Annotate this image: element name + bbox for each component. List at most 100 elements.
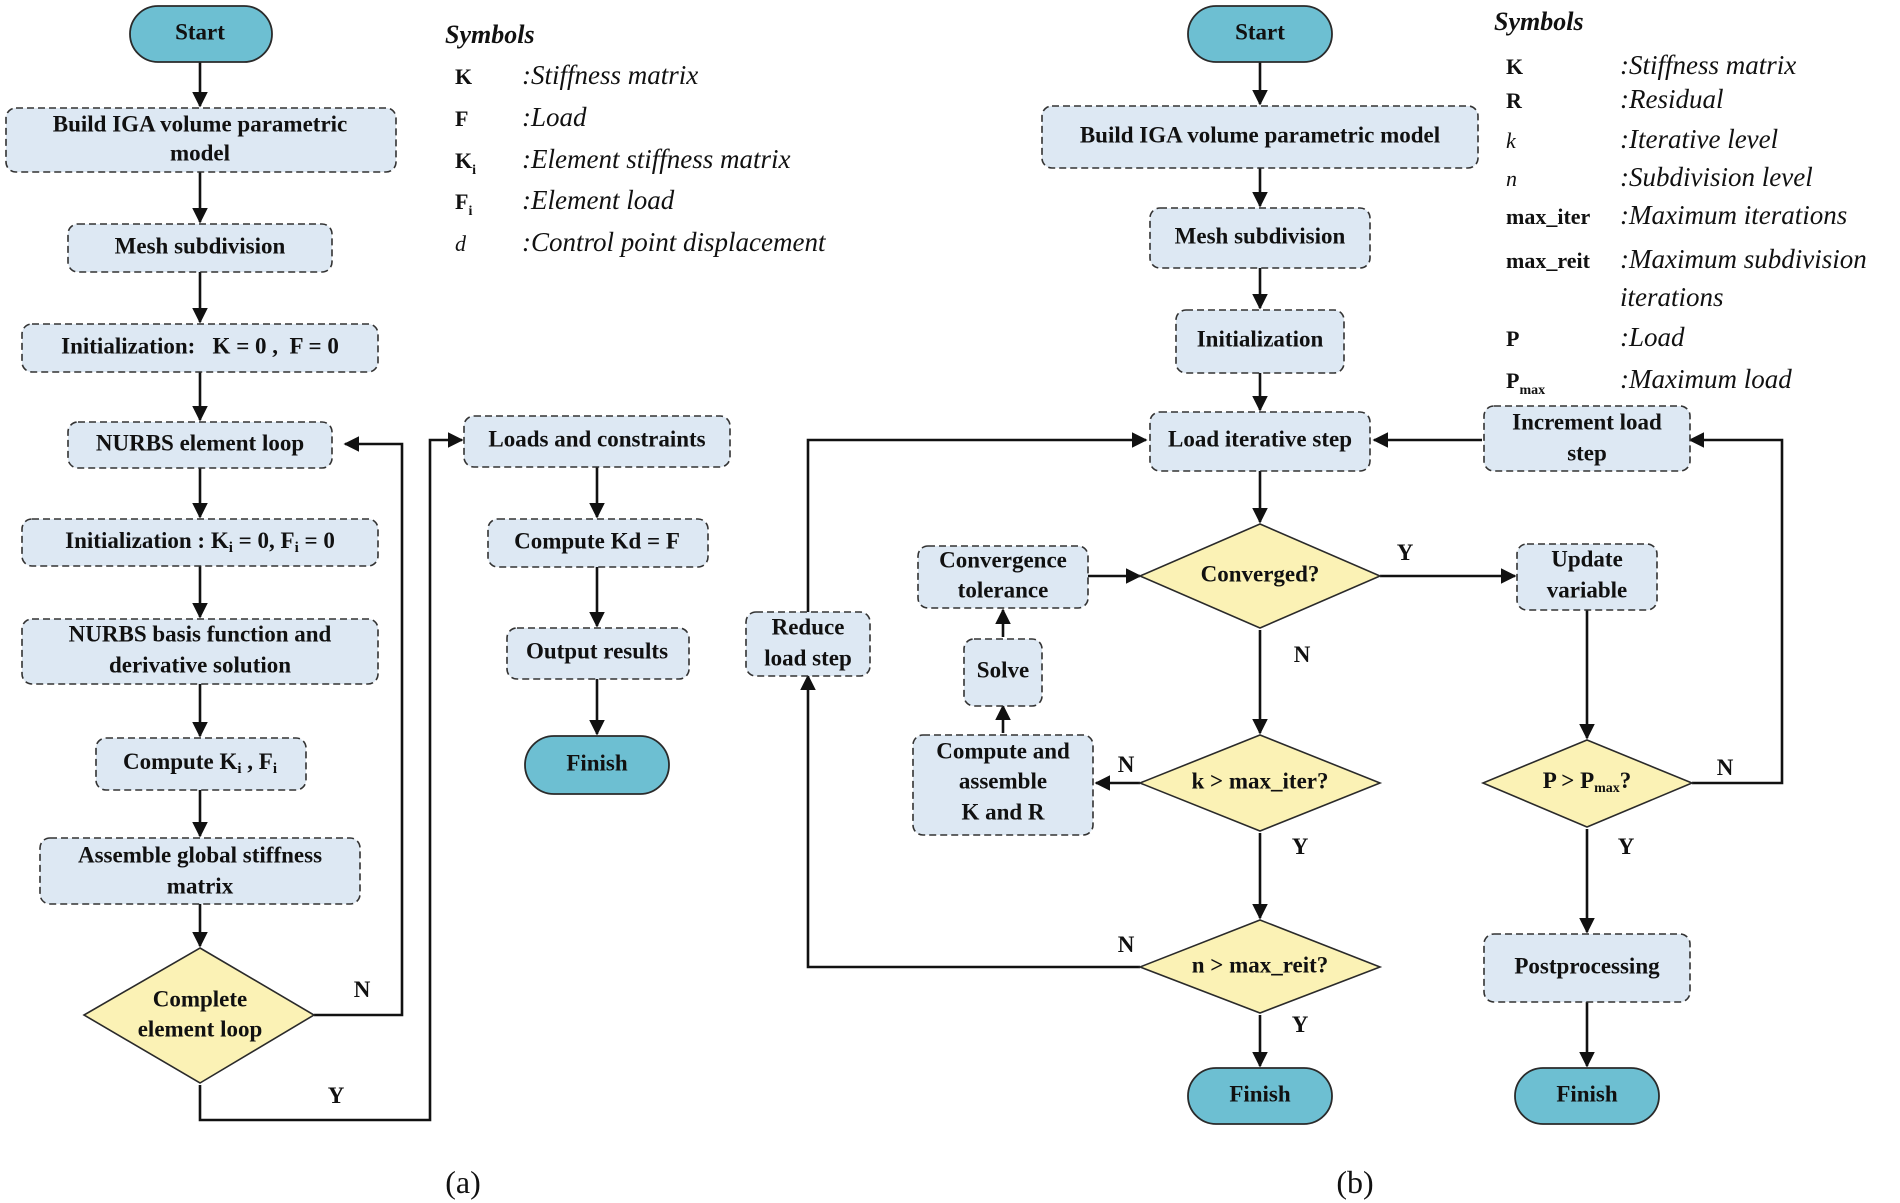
symbol-row: n:Subdivision level	[1506, 162, 1813, 192]
edge-b-nreit-n-reduce	[800, 674, 1140, 969]
svg-text:Compute and: Compute and	[936, 738, 1070, 763]
svg-text:load step: load step	[764, 645, 852, 670]
symbol-description: :Maximum load	[1620, 364, 1792, 394]
complete-element-loop: Complete element loop	[82, 947, 316, 1084]
symbol-description: :Stiffness matrix	[1620, 50, 1796, 80]
svg-text:NURBS element loop: NURBS element loop	[96, 430, 304, 455]
symbol-row: iterations	[1620, 282, 1724, 312]
symbol-description: :Element load	[522, 185, 675, 215]
symbol-description: :Control point displacement	[522, 227, 827, 257]
label-b-kiter-y: Y	[1292, 834, 1309, 859]
svg-text:Loads and constraints: Loads and constraints	[488, 426, 705, 451]
symbol-row: P:Load	[1506, 322, 1685, 352]
symbols-title-a: Symbols	[445, 20, 535, 49]
svg-text:variable: variable	[1547, 577, 1628, 602]
symbol-key: K	[1506, 54, 1523, 79]
symbol-key: max_reit	[1506, 248, 1591, 273]
svg-text:Convergence: Convergence	[939, 547, 1067, 572]
symbol-key: R	[1506, 88, 1523, 113]
label-b-conv-y: Y	[1397, 540, 1414, 565]
symbol-key: n	[1506, 166, 1517, 191]
assemble-global-stiffness: Assemble global stiffness matrix	[39, 837, 361, 905]
svg-text:Assemble global stiffness: Assemble global stiffness	[78, 842, 322, 867]
label-b-kiter-n: N	[1118, 752, 1135, 777]
label-b-nreit-n: N	[1118, 932, 1135, 957]
compute-ki-fi: Compute Ki , Fi	[95, 737, 307, 791]
solve: Solve	[963, 638, 1043, 707]
symbol-row: d :Control point displacement	[455, 227, 827, 257]
build-model-a: Build IGA volume parametric model	[5, 107, 397, 173]
symbol-description: :Maximum subdivision	[1620, 244, 1867, 274]
caption-b: (b)	[1336, 1164, 1373, 1200]
symbol-key: Ki	[455, 148, 476, 178]
svg-text:Finish: Finish	[1229, 1081, 1291, 1106]
svg-text:derivative solution: derivative solution	[109, 652, 291, 677]
svg-text:Output results: Output results	[526, 638, 668, 663]
compute-kd-f: Compute Kd = F	[487, 518, 709, 568]
svg-text:tolerance: tolerance	[958, 577, 1049, 602]
symbol-key: Fi	[455, 189, 472, 219]
svg-text:step: step	[1567, 440, 1607, 465]
symbol-row: max_iter:Maximum iterations	[1506, 200, 1847, 230]
symbol-key: max_iter	[1506, 204, 1591, 229]
symbols-title-b: Symbols	[1494, 7, 1584, 36]
compute-assemble-k-r: Compute and assemble K and R	[912, 734, 1094, 836]
label-a-y: Y	[328, 1083, 345, 1108]
edge-b-pmax-n-increment	[1688, 432, 1784, 785]
svg-text:Start: Start	[175, 19, 225, 44]
mesh-subdivision-b: Mesh subdivision	[1149, 207, 1371, 269]
symbol-row: K :Stiffness matrix	[1506, 50, 1796, 80]
start-b: Start	[1187, 5, 1333, 63]
svg-text:Initialization: K = 0 , F =: Initialization: K = 0 , F = 0	[61, 333, 339, 358]
reduce-load-step: Reduce load step	[745, 611, 871, 677]
finish-b-left: Finish	[1187, 1067, 1333, 1125]
svg-text:Initialization : Ki = 0, Fi =: Initialization : Ki = 0, Fi = 0	[65, 528, 335, 556]
svg-text:Compute Kd = F: Compute Kd = F	[514, 528, 680, 553]
p-max-decision: P > Pmax?	[1480, 739, 1695, 828]
svg-text:Mesh subdivision: Mesh subdivision	[1175, 223, 1346, 248]
svg-text:Finish: Finish	[566, 750, 628, 775]
symbol-key: F	[455, 106, 468, 131]
initialization-b: Initialization	[1175, 309, 1345, 374]
nurbs-basis-function: NURBS basis function and derivative solu…	[21, 618, 379, 685]
svg-text:P > Pmax?: P > Pmax?	[1543, 768, 1632, 796]
load-iterative-step: Load iterative step	[1149, 411, 1371, 472]
svg-text:K and R: K and R	[961, 799, 1044, 824]
loads-and-constraints: Loads and constraints	[463, 415, 731, 468]
symbol-row: F :Load	[455, 102, 587, 132]
n-max-reit-decision: n > max_reit?	[1137, 919, 1383, 1014]
symbol-description: :Stiffness matrix	[522, 60, 698, 90]
symbol-key: K	[455, 64, 472, 89]
symbol-row: K :Stiffness matrix	[455, 60, 698, 90]
convergence-tolerance: Convergence tolerance	[917, 545, 1089, 609]
symbol-key: d	[455, 231, 467, 256]
symbol-description: :Iterative level	[1620, 124, 1778, 154]
increment-load-step: Increment load step	[1483, 405, 1691, 472]
label-b-pmax-n: N	[1717, 755, 1734, 780]
symbol-key: k	[1506, 128, 1517, 153]
mesh-subdivision-a: Mesh subdivision	[67, 223, 333, 273]
symbol-description: :Element stiffness matrix	[522, 144, 790, 174]
postprocessing: Postprocessing	[1483, 933, 1691, 1003]
symbol-description: :Load	[522, 102, 587, 132]
label-b-nreit-y: Y	[1292, 1012, 1309, 1037]
svg-text:Postprocessing: Postprocessing	[1514, 953, 1660, 978]
symbol-description: iterations	[1620, 282, 1724, 312]
nurbs-element-loop: NURBS element loop	[67, 421, 333, 469]
svg-text:element loop: element loop	[138, 1016, 263, 1041]
svg-text:Compute Ki , Fi: Compute Ki , Fi	[123, 749, 277, 777]
edge-a-complete-y-loads	[198, 432, 464, 1122]
svg-text:Finish: Finish	[1556, 1081, 1618, 1106]
initialization-a: Initialization: K = 0 , F = 0	[21, 323, 379, 373]
edges-b	[800, 62, 1784, 1068]
svg-text:Mesh subdivision: Mesh subdivision	[115, 233, 286, 258]
svg-text:Complete: Complete	[153, 986, 248, 1011]
symbol-description: :Residual	[1620, 84, 1723, 114]
converged-decision: Converged?	[1137, 523, 1383, 629]
svg-text:Initialization: Initialization	[1197, 326, 1324, 351]
svg-text:Load iterative step: Load iterative step	[1168, 426, 1352, 451]
label-a-n: N	[354, 977, 371, 1002]
svg-text:k > max_iter?: k > max_iter?	[1191, 768, 1328, 793]
